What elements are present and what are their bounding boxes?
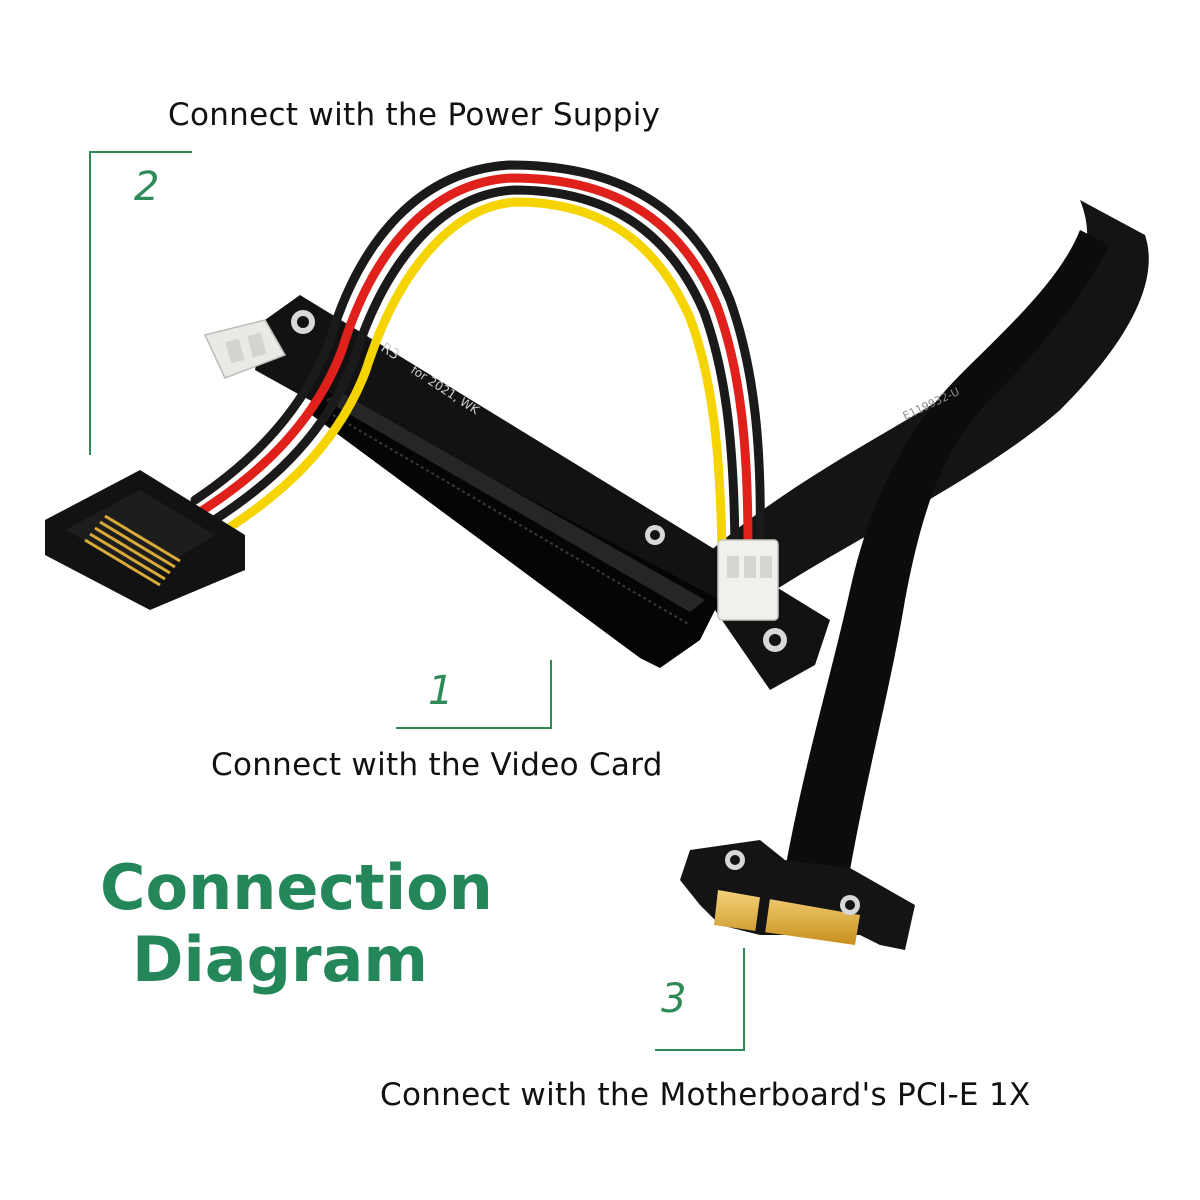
- gold-fingers: [714, 890, 860, 945]
- mounting-hole: [297, 316, 309, 328]
- callout-number-3: 3: [661, 976, 687, 1022]
- sata-power-connector: [45, 470, 245, 610]
- callout-label-motherboard: Connect with the Motherboard's PCI-E 1X: [380, 1077, 1031, 1113]
- mounting-hole: [650, 530, 660, 540]
- callout-bracket-2: [89, 151, 192, 455]
- ribbon-cable-back: [700, 200, 1149, 600]
- callout-label-power-supply: Connect with the Power Suppiy: [168, 97, 661, 133]
- pcie-1x-board: [680, 840, 915, 950]
- title-line-1: Connection: [100, 851, 493, 924]
- white-power-connector: [717, 539, 779, 621]
- callout-number-1: 1: [428, 668, 454, 714]
- title-line-2: Diagram: [132, 923, 428, 996]
- ribbon-cable-front: [785, 230, 1110, 870]
- pcie-x16-slot: [305, 390, 720, 668]
- slot-contacts: [325, 392, 705, 612]
- diagram-title: Connection Diagram: [100, 851, 493, 996]
- fan-connector: [203, 319, 287, 379]
- callout-bracket-1: [396, 660, 552, 729]
- callout-number-2: 2: [134, 164, 160, 210]
- power-wires: [190, 160, 765, 553]
- callout-bracket-3: [655, 948, 745, 1051]
- mounting-hole: [769, 634, 781, 646]
- callout-label-video-card: Connect with the Video Card: [211, 747, 663, 783]
